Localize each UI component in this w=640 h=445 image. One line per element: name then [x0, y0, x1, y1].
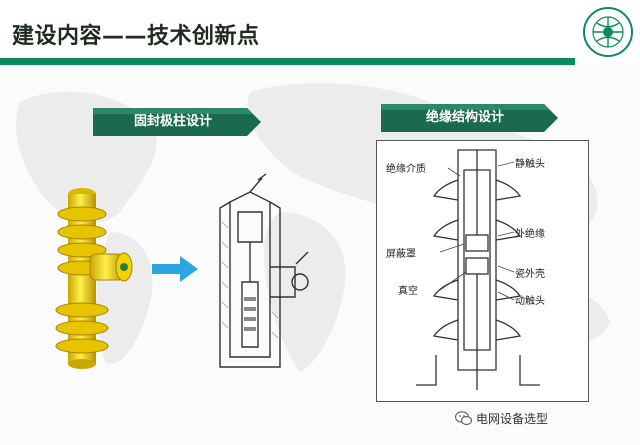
solid-pole-cross-section-drawing	[219, 173, 309, 368]
banner-solid-pole-design: 固封极柱设计	[93, 108, 261, 136]
wechat-icon	[455, 411, 472, 426]
right-arrow-icon	[152, 256, 198, 282]
solid-pole-3d-render	[55, 188, 133, 369]
header-stripe	[0, 58, 575, 65]
callout-static-contact: 静触头	[515, 159, 545, 170]
insulation-structure-diagram	[376, 140, 589, 402]
state-grid-logo	[583, 7, 633, 57]
callout-shield: 屏蔽罩	[386, 249, 416, 260]
watermark-text: 电网设备选型	[476, 412, 549, 426]
callout-vacuum: 真空	[398, 286, 418, 297]
banner-label: 固封极柱设计	[133, 114, 212, 129]
callout-insulating-medium: 绝缘介质	[386, 164, 426, 175]
slide-header: 建设内容——技术创新点	[0, 0, 640, 65]
banner-shape	[93, 108, 261, 136]
banner-shape	[381, 104, 558, 132]
banner-insulation-structure-design: 绝缘结构设计	[381, 104, 558, 132]
callout-porcelain-shell: 瓷外壳	[515, 269, 545, 280]
banner-label: 绝缘结构设计	[425, 110, 504, 125]
slide-title: 建设内容——技术创新点	[12, 24, 260, 49]
callout-moving-contact: 动触头	[515, 296, 545, 307]
callout-outer-insulation: 外绝缘	[515, 229, 545, 240]
